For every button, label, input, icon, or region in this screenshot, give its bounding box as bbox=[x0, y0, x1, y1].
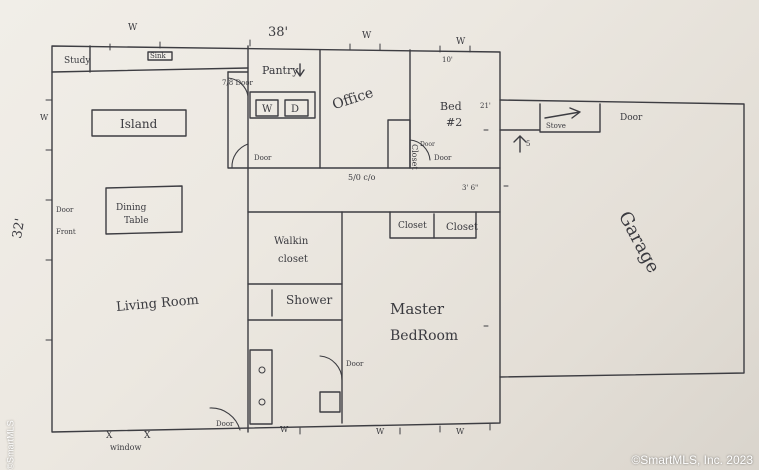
bath-door-label: Door bbox=[346, 360, 364, 368]
master-closet-2-label: Closet bbox=[446, 222, 478, 233]
dryer-label: D bbox=[291, 104, 299, 115]
dining-table-label-line2: Table bbox=[124, 216, 149, 226]
room-shower-label: Shower bbox=[286, 293, 333, 307]
copyright-watermark: ©SmartMLS, Inc. 2023 bbox=[631, 453, 753, 467]
sink-circle bbox=[258, 398, 266, 406]
window-mark: W bbox=[362, 31, 372, 41]
walkin-closet-label-line1: Walkin bbox=[274, 236, 309, 247]
living-door-label: Door bbox=[216, 420, 234, 428]
sink-label: Sink bbox=[150, 52, 167, 60]
room-master-label-line1: Master bbox=[390, 300, 445, 318]
depth-dimension: 32' bbox=[10, 217, 28, 239]
room-bed2-label-line2: #2 bbox=[446, 116, 462, 129]
walls bbox=[51, 45, 745, 433]
five-note-label: 5 bbox=[526, 140, 530, 148]
hall-closet-label: 5/0 c/o bbox=[348, 173, 376, 182]
window-mark: W bbox=[456, 37, 466, 47]
dining-table-label-line1: Dining bbox=[116, 203, 147, 213]
garage-door-label: Door bbox=[620, 113, 643, 123]
window-mark: W bbox=[40, 113, 49, 122]
window-label: window bbox=[110, 443, 141, 452]
bed2-door-label: Door bbox=[420, 141, 435, 148]
room-bed2-label-line1: Bed bbox=[440, 100, 462, 113]
front-door-label-line2: Front bbox=[56, 228, 76, 236]
room-study-label: Study bbox=[64, 56, 91, 66]
window-x-mark: X bbox=[144, 431, 151, 441]
bed-note-label: 21' bbox=[480, 102, 491, 110]
room-pantry-label: Pantry bbox=[262, 64, 299, 77]
washer-label: W bbox=[262, 104, 273, 115]
width-dimension: 38' bbox=[268, 25, 288, 40]
wall-tick-marks bbox=[45, 39, 509, 435]
room-living-label: Living Room bbox=[116, 293, 200, 315]
window-mark: W bbox=[456, 427, 465, 436]
window-mark: W bbox=[376, 427, 385, 436]
office-door-label: Door bbox=[254, 154, 272, 162]
window-x-mark: X bbox=[106, 431, 113, 441]
window-mark: W bbox=[280, 425, 289, 434]
bed2-lower-door-label: Door bbox=[434, 154, 452, 162]
front-door-label-line1: Door bbox=[56, 206, 74, 214]
side-note-label: 3' 6" bbox=[462, 184, 478, 192]
master-closet-1-label: Closet bbox=[398, 221, 427, 231]
pantry-door-label: 7/8 Door bbox=[222, 79, 254, 87]
room-island-label: Island bbox=[120, 117, 158, 131]
bed2-closet-label: Closet bbox=[410, 144, 419, 170]
walkin-closet-label-line2: closet bbox=[278, 254, 308, 265]
room-garage-label: Garage bbox=[614, 208, 664, 277]
stove-label: Stove bbox=[546, 122, 566, 130]
toilet-circle bbox=[258, 366, 266, 374]
room-office-label: Office bbox=[330, 85, 375, 113]
side-watermark: ©SmartMLS bbox=[5, 420, 16, 470]
room-master-label-line2: BedRoom bbox=[390, 328, 458, 344]
door-swings bbox=[209, 77, 431, 431]
window-mark: W bbox=[128, 23, 138, 33]
ten-note-label: 10' bbox=[442, 56, 453, 64]
